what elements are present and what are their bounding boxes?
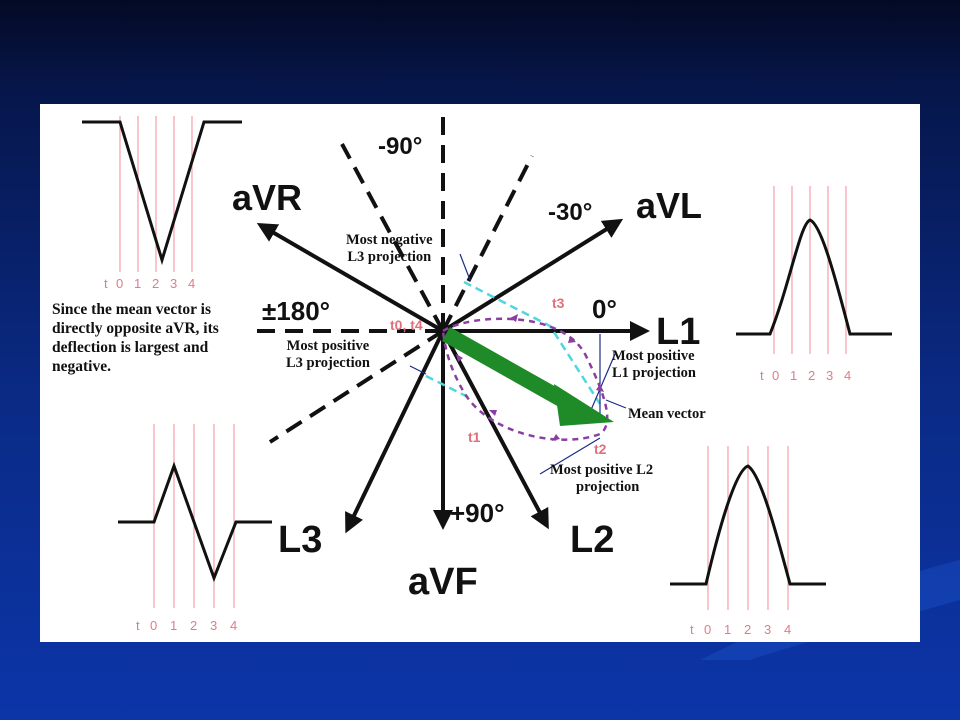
dashed-axes xyxy=(248,112,534,444)
tick-t: t xyxy=(760,368,764,383)
tick-4: 4 xyxy=(188,276,195,291)
vector-loop xyxy=(441,317,609,441)
tick-1: 1 xyxy=(724,622,731,637)
mean-vector-note: Mean vector xyxy=(628,406,706,422)
label-avf: aVF xyxy=(408,561,478,603)
waveform-avr: t 0 1 2 3 4 xyxy=(82,116,242,291)
tick-2: 2 xyxy=(152,276,159,291)
time-t1: t1 xyxy=(468,429,481,445)
angle-plus90: +90° xyxy=(450,498,505,528)
projection-lines xyxy=(425,280,602,405)
most-positive-l1-note: Most positive L1 projection xyxy=(612,348,696,381)
label-l3: L3 xyxy=(278,519,322,561)
angle-minus90: -90° xyxy=(378,133,422,160)
axis-l3 xyxy=(345,330,445,534)
tick-3: 3 xyxy=(764,622,771,637)
tick-1: 1 xyxy=(170,618,177,633)
time-t0-t4: t0, t4 xyxy=(390,317,423,333)
label-avr: aVR xyxy=(232,177,302,218)
angle-zero: 0° xyxy=(592,294,617,324)
time-t2: t2 xyxy=(594,441,607,457)
tick-2: 2 xyxy=(190,618,197,633)
tick-3: 3 xyxy=(826,368,833,383)
tick-t: t xyxy=(104,276,108,291)
axis-l2 xyxy=(441,330,549,530)
label-avl: aVL xyxy=(636,185,702,226)
tick-0: 0 xyxy=(704,622,711,637)
tick-4: 4 xyxy=(784,622,791,637)
loop-arrowheads xyxy=(456,314,604,441)
tick-1: 1 xyxy=(790,368,797,383)
time-t3: t3 xyxy=(552,295,565,311)
lead-axes xyxy=(256,218,650,534)
tick-2: 2 xyxy=(808,368,815,383)
mean-vector-arrow xyxy=(442,327,614,426)
tick-4: 4 xyxy=(230,618,237,633)
axis-avr xyxy=(256,222,445,333)
tick-0: 0 xyxy=(150,618,157,633)
waveform-l2: t 0 1 2 3 4 xyxy=(670,446,826,637)
waveform-l3: t 0 1 2 3 4 xyxy=(118,424,272,633)
waveform-l1: t 0 1 2 3 4 xyxy=(736,186,892,383)
most-negative-l3-note: Most negative L3 projection xyxy=(346,232,433,265)
label-l1: L1 xyxy=(656,311,700,353)
tick-t: t xyxy=(690,622,694,637)
tick-3: 3 xyxy=(210,618,217,633)
most-positive-l2-note: Most positive L2 projection xyxy=(550,462,654,495)
tick-t: t xyxy=(136,618,140,633)
tick-1: 1 xyxy=(134,276,141,291)
tick-0: 0 xyxy=(772,368,779,383)
hexaxial-diagram: aVR aVL L1 L3 aVF L2 -90° -30° 0° +90° ±… xyxy=(82,112,892,637)
explanation-note: Since the mean vector is directly opposi… xyxy=(52,301,219,375)
tick-0: 0 xyxy=(116,276,123,291)
tick-2: 2 xyxy=(744,622,751,637)
most-positive-l3-note: Most positive L3 projection xyxy=(286,338,370,371)
axis-avl xyxy=(441,218,624,333)
tick-4: 4 xyxy=(844,368,851,383)
angle-pm180: ±180° xyxy=(262,296,330,326)
tick-3: 3 xyxy=(170,276,177,291)
diagram-panel: aVR aVL L1 L3 aVF L2 -90° -30° 0° +90° ±… xyxy=(40,104,920,642)
label-l2: L2 xyxy=(570,519,614,561)
angle-minus30: -30° xyxy=(548,199,592,226)
